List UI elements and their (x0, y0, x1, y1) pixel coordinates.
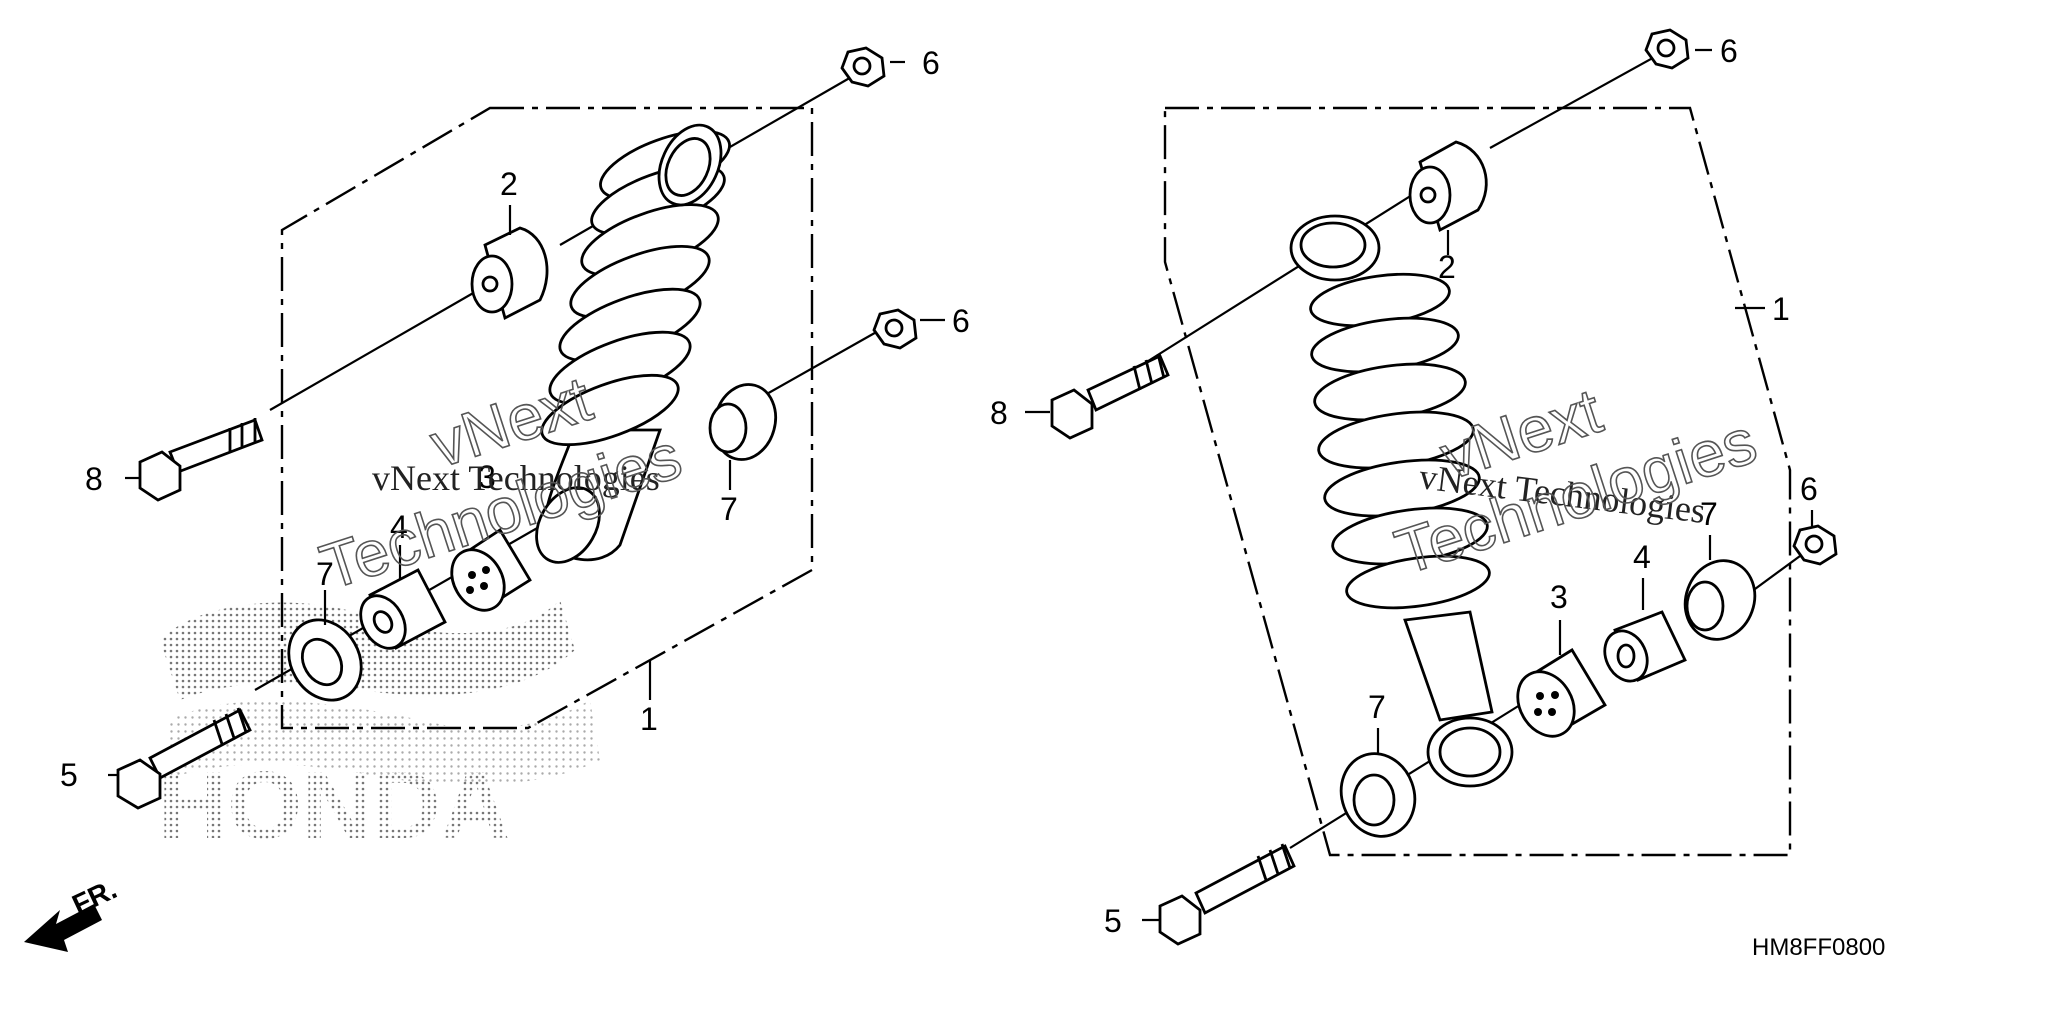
callout-8: 8 (990, 395, 1008, 431)
left-rubber-bush (470, 226, 549, 321)
left-shock-absorber (535, 123, 731, 564)
callout-8: 8 (85, 461, 103, 497)
callout-4: 4 (390, 509, 408, 545)
leader-line (269, 291, 476, 411)
callout-6: 6 (952, 303, 970, 339)
right-collar-bush (1516, 648, 1607, 738)
right-seal-left (1339, 752, 1417, 838)
right-shock-assembly: 2 6 6 7 8 5 1 4 3 7 (990, 28, 1838, 946)
right-nut-right (1792, 524, 1838, 566)
callout-1: 1 (640, 701, 658, 737)
leader-line (764, 329, 881, 396)
left-bolt-lower (116, 707, 252, 810)
left-collar-bush (450, 528, 532, 612)
right-rubber-bush (1408, 140, 1488, 233)
callout-2: 2 (500, 166, 518, 202)
left-seal-left (287, 618, 363, 702)
right-assembly-boundary (1163, 106, 1792, 857)
right-shock-absorber (1289, 214, 1514, 788)
callout-7: 7 (1368, 689, 1386, 725)
front-direction-label: FR. (67, 873, 121, 920)
callout-6: 6 (1720, 33, 1738, 69)
callout-6: 6 (1800, 471, 1818, 507)
left-assembly-boundary (280, 106, 814, 730)
callout-2: 2 (1438, 249, 1456, 285)
front-direction-arrow-icon (24, 904, 102, 952)
callout-3: 3 (1550, 579, 1568, 615)
left-shock-assembly: 2 6 6 7 8 5 1 4 3 7 (60, 45, 970, 810)
honda-logo-text: HONDA (158, 752, 510, 859)
left-nut-right (872, 308, 918, 350)
leader-line (1109, 189, 1421, 386)
diagram-code: HM8FF0800 (1752, 934, 1885, 961)
callout-3: 3 (478, 459, 496, 495)
callout-7: 7 (316, 556, 334, 592)
callout-5: 5 (1104, 903, 1122, 939)
leader-line (1489, 53, 1661, 149)
right-collar (1603, 610, 1687, 683)
honda-wing-logo (160, 600, 600, 785)
right-seal-right (1683, 559, 1757, 641)
callout-4: 4 (1633, 539, 1651, 575)
callout-7: 7 (720, 491, 738, 527)
callout-1: 1 (1772, 291, 1790, 327)
right-nut-top (1644, 28, 1690, 70)
callout-7: 7 (1700, 496, 1718, 532)
left-collar (359, 568, 447, 650)
left-nut-top (840, 46, 886, 88)
callout-5: 5 (60, 757, 78, 793)
right-bolt-lower (1158, 843, 1296, 946)
left-seal-right (708, 383, 778, 461)
callout-6: 6 (922, 45, 940, 81)
watermark-text: vNext Technologies (372, 458, 660, 498)
right-bolt-upper (1050, 353, 1170, 440)
left-bolt-upper (138, 418, 264, 502)
